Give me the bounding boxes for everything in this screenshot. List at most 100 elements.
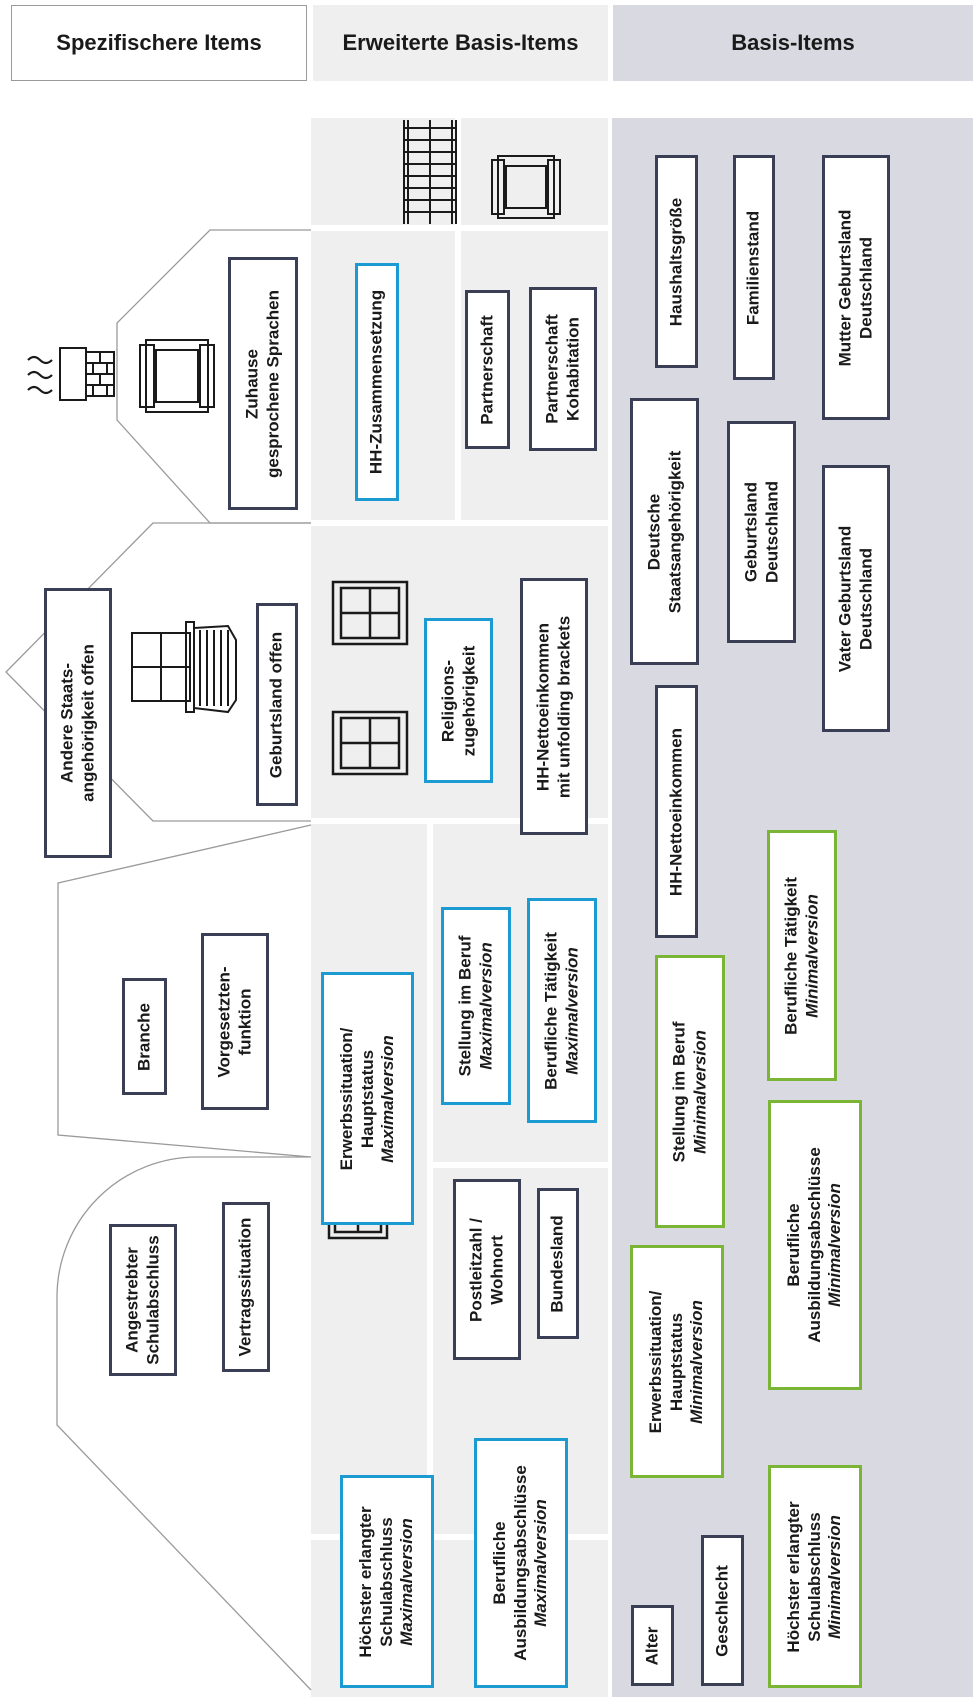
item-line: Geburtsland xyxy=(740,481,760,583)
item-line: Ausbildungsabschlüsse xyxy=(510,1465,530,1661)
window-awning-icon xyxy=(131,621,237,714)
item-line: funktion xyxy=(235,987,254,1056)
item-line: Deutschland xyxy=(856,547,875,650)
column-header-extended: Erweiterte Basis-Items xyxy=(313,5,608,81)
window-icon xyxy=(331,710,409,776)
item-line: Ausbildungsabschlüsse xyxy=(804,1147,824,1343)
item-line: Geschlecht xyxy=(712,1564,732,1657)
version-label: Minimalversion xyxy=(690,1029,709,1154)
item-line: zugehörigkeit xyxy=(458,645,478,756)
item-line: Deutschland xyxy=(856,236,875,339)
item-line: mit unfolding brackets xyxy=(554,615,573,798)
item-line: Vertragssituation xyxy=(235,1217,255,1357)
item-line: Stellung im Beruf xyxy=(669,1021,689,1162)
item-line: Andere Staats- xyxy=(57,663,77,783)
item-line: angehörigkeit offen xyxy=(78,644,97,802)
item-line: Angestrebter xyxy=(122,1247,142,1353)
version-label: Minimalversion xyxy=(802,893,821,1018)
version-label: Maximalversion xyxy=(476,942,495,1070)
item-line: Haushaltsgröße xyxy=(666,197,686,326)
item-geburtsland-offen: Geburtsland offen xyxy=(256,603,298,806)
item-hh-zusammensetzung: HH-Zusammensetzung xyxy=(355,263,399,501)
version-label: Minimalversion xyxy=(825,1183,845,1307)
item-line: Berufliche xyxy=(489,1521,509,1605)
item-line: HH-Nettoeinkommen xyxy=(666,727,686,896)
item-line: Schulabschluss xyxy=(376,1516,396,1647)
column-header-basis: Basis-Items xyxy=(613,5,973,81)
item-geschlecht: Geschlecht xyxy=(701,1535,744,1686)
item-line: Berufliche Tätigkeit xyxy=(781,876,801,1035)
item-andere-staatsangehoerigkeit: Andere Staats-angehörigkeit offen xyxy=(44,588,112,858)
item-hh-nettoeinkommen: HH-Nettoeinkommen xyxy=(655,685,698,938)
item-line: Wohnort xyxy=(487,1234,506,1305)
item-religionszugehoerigkeit: Religions-zugehörigkeit xyxy=(424,618,493,783)
item-line: gesprochene Sprachen xyxy=(263,289,282,478)
version-label: Maximalversion xyxy=(397,1517,417,1646)
item-line: Höchster erlangter xyxy=(355,1505,375,1658)
item-line: HH-Zusammensetzung xyxy=(366,289,386,475)
item-line: Religions- xyxy=(437,659,457,742)
item-line: Mutter Geburtsland xyxy=(835,209,855,366)
item-line: Bundesland xyxy=(547,1214,567,1313)
item-line: Schulabschluss xyxy=(143,1235,162,1365)
item-alter: Alter xyxy=(631,1605,674,1686)
item-line: Familienstand xyxy=(743,210,763,325)
item-line: Partnerschaft xyxy=(477,314,497,425)
fence-icon xyxy=(403,120,457,224)
item-line: Stellung im Beruf xyxy=(455,935,475,1077)
item-line: Vater Geburtsland xyxy=(835,525,855,672)
item-line: Berufliche xyxy=(783,1203,803,1287)
item-line: Partnerschaft xyxy=(542,314,562,424)
window-icon xyxy=(331,580,409,646)
item-line: Erwerbssituation/ xyxy=(645,1290,665,1433)
chimney-icon xyxy=(59,347,115,401)
item-line: Vorgesetzten- xyxy=(214,965,234,1078)
item-line: Zuhause xyxy=(242,348,262,419)
item-haushaltsgroesse: Haushaltsgröße xyxy=(655,155,698,368)
version-label: Minimalversion xyxy=(687,1299,707,1424)
item-line: Erwerbssituation/ xyxy=(336,1027,356,1170)
smoke-icon xyxy=(27,355,53,395)
item-line: Deutschland xyxy=(761,480,781,584)
item-line: Hauptstatus xyxy=(666,1312,686,1411)
item-branche: Branche xyxy=(122,978,167,1095)
item-vorgesetztenfunktion: Vorgesetzten-funktion xyxy=(201,933,269,1110)
item-line: Branche xyxy=(134,1002,154,1071)
item-line: Geburtsland offen xyxy=(266,631,286,778)
item-postleitzahl-wohnort: Postleitzahl /Wohnort xyxy=(453,1179,521,1360)
item-vertragssituation: Vertragssituation xyxy=(222,1202,270,1372)
armchair-icon xyxy=(491,155,561,219)
item-line: Postleitzahl / xyxy=(466,1217,486,1322)
version-label: Minimalversion xyxy=(825,1514,845,1639)
item-bundesland: Bundesland xyxy=(537,1188,579,1339)
item-line: Deutsche xyxy=(643,493,663,570)
house-outline xyxy=(5,229,312,1691)
column-header-specific: Spezifischere Items xyxy=(11,5,307,81)
item-familienstand: Familienstand xyxy=(733,155,775,380)
version-label: Maximalversion xyxy=(531,1499,551,1627)
version-label: Maximalversion xyxy=(562,946,581,1075)
item-line: Alter xyxy=(642,1626,662,1665)
item-line: HH-Nettoeinkommen xyxy=(533,622,553,791)
armchair-icon xyxy=(139,339,215,413)
item-line: Hauptstatus xyxy=(357,1049,377,1148)
item-line: Kohabitation xyxy=(563,317,582,421)
